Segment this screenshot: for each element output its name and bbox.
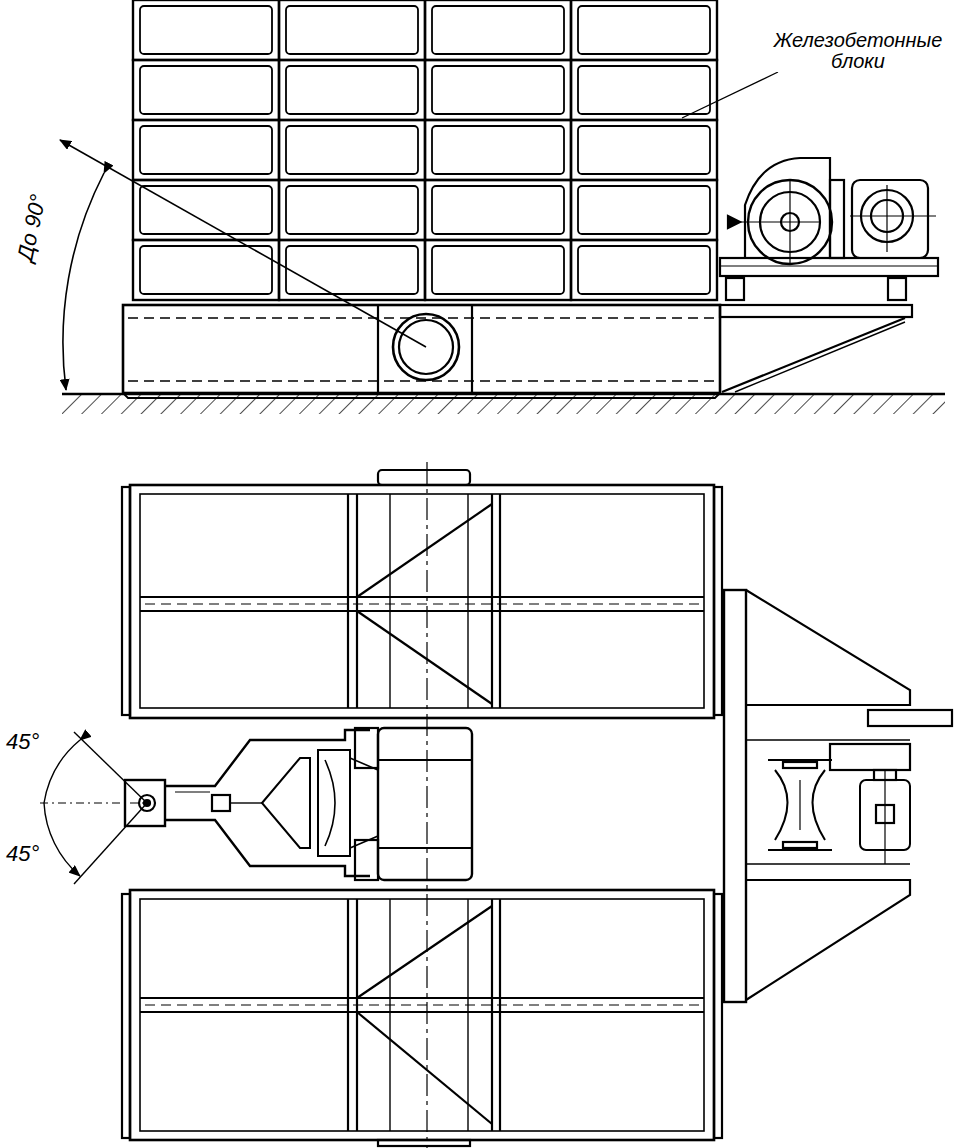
angle-dimension: 45° [6,730,39,753]
angle-dimension: 45° [6,842,39,865]
callout-label: Железобетонные блоки [762,30,954,72]
angle-dimension: До 90° [14,193,51,263]
